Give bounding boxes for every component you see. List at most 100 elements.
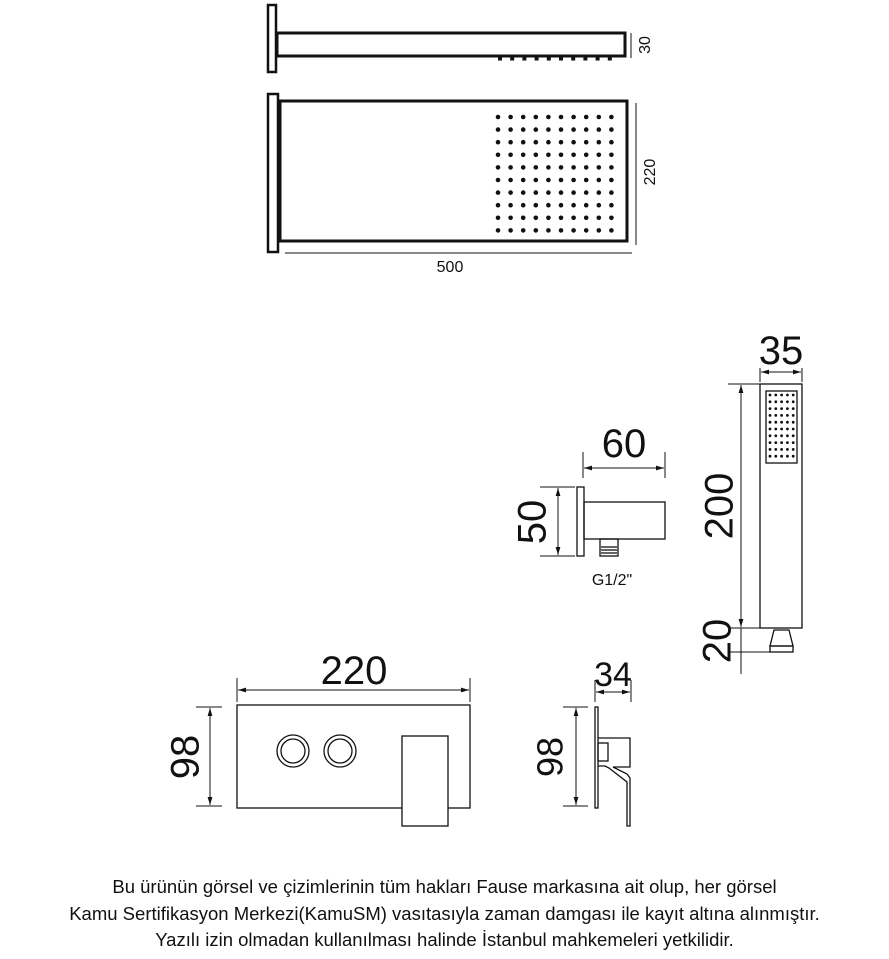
spray-nozzle xyxy=(508,152,513,158)
spray-nozzle xyxy=(791,454,795,458)
spray-nozzle xyxy=(508,177,513,183)
spray-nozzle xyxy=(768,400,772,404)
spray-nozzle xyxy=(596,202,602,208)
spray-nozzle xyxy=(791,448,795,451)
spray-nozzle xyxy=(533,177,539,183)
spray-nozzle xyxy=(571,127,576,132)
spray-nozzle xyxy=(571,152,576,158)
spray-nozzle xyxy=(786,400,789,404)
dim-elbow-height: 50 xyxy=(511,500,555,545)
spray-nozzle xyxy=(546,202,551,208)
spray-nozzle xyxy=(571,165,576,170)
spray-nozzle xyxy=(780,400,783,404)
spray-nozzle xyxy=(546,152,551,158)
spray-nozzle xyxy=(780,441,783,444)
spray-nozzle xyxy=(571,228,576,233)
spray-nozzle xyxy=(571,202,576,208)
spray-nozzle xyxy=(571,114,576,120)
spray-nozzle xyxy=(780,414,783,417)
spray-nozzle xyxy=(508,190,513,195)
spray-nozzle xyxy=(571,139,576,145)
spray-nozzle xyxy=(780,454,783,458)
spray-nozzle xyxy=(583,139,589,145)
spray-nozzle xyxy=(596,190,602,195)
spray-nozzle xyxy=(596,177,602,183)
spray-nozzle xyxy=(520,139,526,145)
spray-nozzle xyxy=(495,165,501,170)
spray-nozzle xyxy=(583,114,589,120)
spray-nozzle xyxy=(534,56,539,61)
spray-nozzle xyxy=(774,427,778,431)
spray-nozzle xyxy=(558,139,564,145)
spray-nozzle xyxy=(558,202,564,208)
spray-nozzle xyxy=(546,215,551,221)
spray-nozzle xyxy=(768,454,772,458)
spray-nozzle xyxy=(583,215,589,221)
spray-nozzle xyxy=(546,139,551,145)
spray-nozzle xyxy=(546,165,551,170)
spray-nozzle xyxy=(791,414,795,417)
spray-nozzle xyxy=(546,228,551,233)
spray-nozzle xyxy=(495,215,501,221)
spray-nozzle xyxy=(495,152,501,158)
spray-nozzle xyxy=(780,448,783,451)
dim-mixer-width: 220 xyxy=(321,649,388,693)
spray-nozzle xyxy=(583,165,589,170)
spray-nozzle xyxy=(520,152,526,158)
spray-nozzle xyxy=(774,407,778,410)
spray-nozzle xyxy=(786,407,789,410)
spray-nozzle xyxy=(533,165,539,170)
spray-nozzle xyxy=(583,152,589,158)
spray-nozzle xyxy=(768,414,772,417)
mixer-side-view: 34 98 xyxy=(530,656,632,827)
spray-nozzle xyxy=(495,202,501,208)
spray-nozzle xyxy=(609,114,614,120)
spray-nozzle xyxy=(774,420,778,424)
spray-nozzle xyxy=(558,190,564,195)
spray-nozzle xyxy=(609,228,614,233)
spray-nozzle xyxy=(786,448,789,451)
spray-nozzle xyxy=(595,56,600,61)
spray-nozzle xyxy=(780,407,783,410)
dim-rain-length: 500 xyxy=(437,259,464,276)
spray-nozzle xyxy=(520,228,526,233)
dim-side-height: 98 xyxy=(530,737,571,777)
spray-nozzle xyxy=(774,400,778,404)
spray-nozzle xyxy=(609,139,614,145)
spray-nozzle xyxy=(791,393,795,397)
spray-nozzle xyxy=(558,114,564,120)
copyright-line-2: Kamu Sertifikasyon Merkezi(KamuSM) vasıt… xyxy=(69,902,820,924)
spray-nozzle xyxy=(495,177,501,183)
spray-nozzle xyxy=(596,139,602,145)
spray-nozzle xyxy=(533,215,539,221)
spray-nozzle xyxy=(508,202,513,208)
spray-nozzle xyxy=(791,420,795,424)
spray-nozzle xyxy=(520,202,526,208)
spray-nozzle xyxy=(768,441,772,444)
spray-nozzle xyxy=(558,177,564,183)
spray-nozzle xyxy=(498,56,502,61)
spray-nozzle xyxy=(609,152,614,158)
spray-nozzle xyxy=(508,114,513,120)
spray-nozzle xyxy=(546,177,551,183)
spray-nozzle xyxy=(508,139,513,145)
spray-nozzle xyxy=(508,165,513,170)
spray-nozzle xyxy=(774,448,778,451)
spray-nozzle xyxy=(596,152,602,158)
spray-nozzle xyxy=(558,228,564,233)
spray-nozzle xyxy=(607,56,612,61)
spray-nozzle xyxy=(768,420,772,424)
spray-nozzle xyxy=(609,202,614,208)
spray-nozzle xyxy=(558,215,564,221)
spray-nozzle xyxy=(609,177,614,183)
hand-shower: 35 200 20 xyxy=(696,329,803,674)
spray-nozzle xyxy=(596,127,602,132)
spray-nozzle xyxy=(510,56,515,61)
spray-nozzle xyxy=(571,215,576,221)
dim-side-depth: 34 xyxy=(594,656,632,694)
spray-nozzle xyxy=(583,228,589,233)
spray-nozzle xyxy=(791,400,795,404)
spray-nozzle xyxy=(533,127,539,132)
spray-nozzle xyxy=(780,434,783,438)
